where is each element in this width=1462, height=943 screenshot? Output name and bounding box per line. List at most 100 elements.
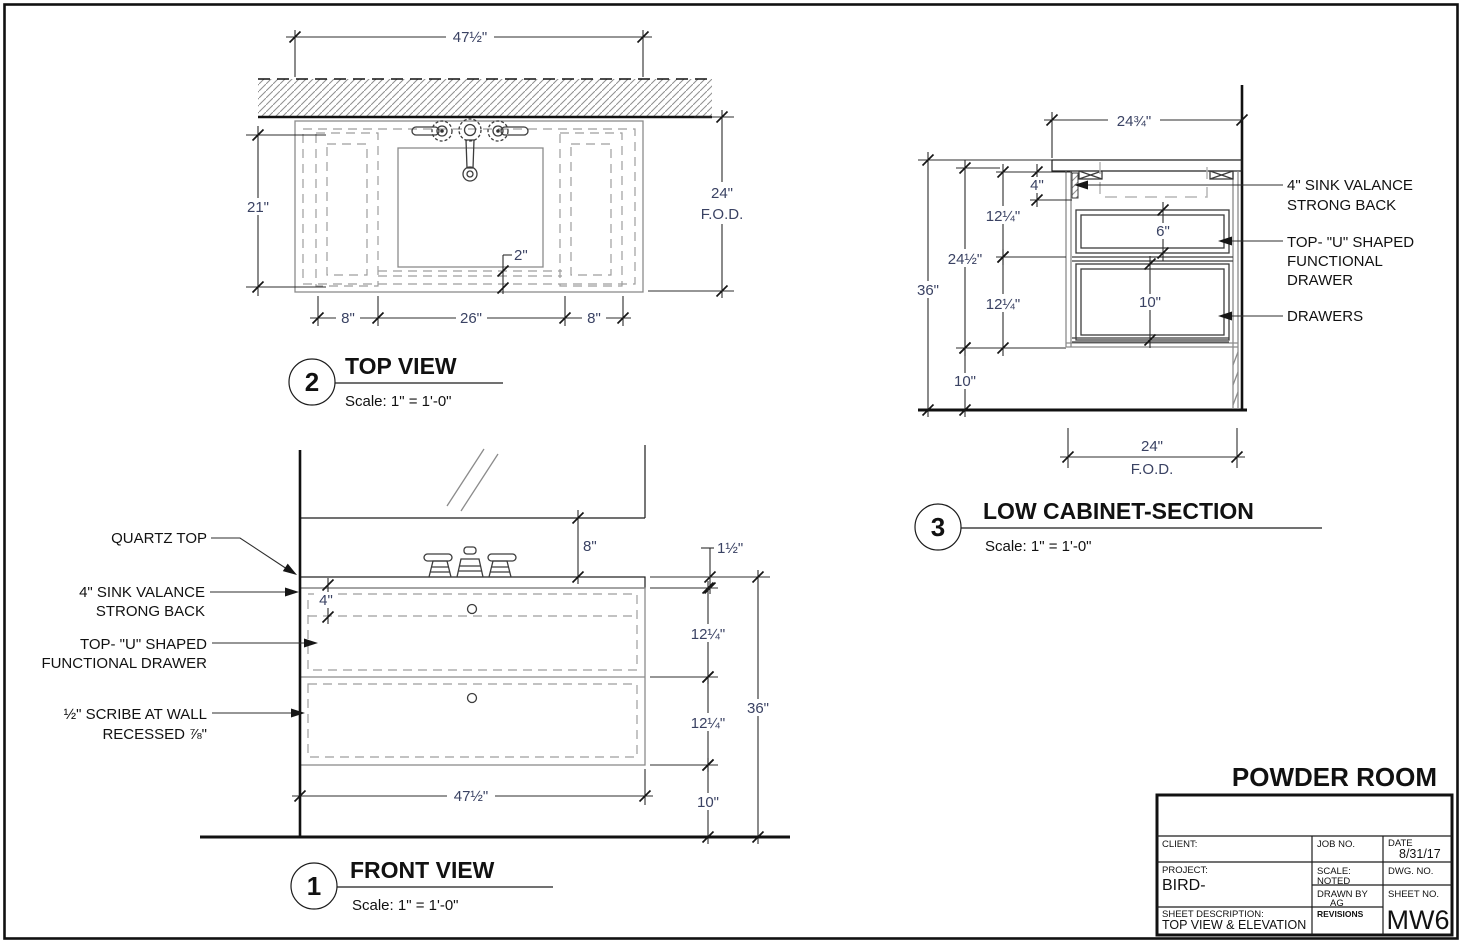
sheet-no-value: MW6: [1387, 905, 1450, 935]
project-value: BIRD-: [1162, 877, 1206, 894]
dim-front-drawer1: 12¼": [686, 581, 730, 684]
dim-label-front-toe: 10": [697, 794, 719, 811]
dim-label-section-toe: 10": [954, 373, 976, 390]
title-block-border: [1155, 793, 1454, 937]
dim-label-front-height: 36": [747, 700, 769, 717]
label-front-valance-2: STRONG BACK: [96, 603, 205, 620]
section-view-scale: Scale: 1" = 1'-0": [985, 538, 1092, 555]
dim-label-front-width: 47½": [454, 788, 489, 805]
section-view: 24¾" 36" 24½" 12¼": [909, 85, 1414, 555]
title-block: POWDER ROOM CLIENT: JOB NO. DATE 8/31/17…: [1155, 762, 1454, 937]
dim-section-lower: 12¼": [956, 249, 1066, 356]
dim-label-top-depth: 21": [247, 199, 269, 216]
label-quartz-top: QUARTZ TOP: [111, 530, 207, 547]
top-view-titlebar: 2 TOP VIEW Scale: 1" = 1'-0": [288, 353, 503, 410]
dim-section-toe: 10": [949, 340, 981, 417]
dim-label-section-lower: 12¼": [986, 296, 1021, 313]
dim-top-gap: 2": [496, 247, 528, 295]
job-no-label: JOB NO.: [1317, 839, 1355, 850]
dim-section-upper: 12¼": [981, 164, 1072, 265]
dim-front-counter: 1½": [701, 540, 743, 595]
label-section-drawer-2: FUNCTIONAL: [1287, 253, 1383, 270]
dim-label-sink-width: 26": [460, 310, 482, 327]
label-section-drawer-1: TOP- "U" SHAPED: [1287, 234, 1414, 251]
dim-label-section-valance: 4": [1030, 177, 1044, 194]
page-border: [3, 3, 1459, 940]
dim-label-front-valance: 4": [319, 592, 333, 609]
dim-label-top-gap: 2": [514, 247, 528, 264]
label-scribe-2: RECESSED ⅞": [102, 726, 207, 743]
dim-front-valance: 4": [314, 578, 338, 624]
dim-label-counter: 1½": [717, 540, 743, 557]
dim-section-box: 24½": [942, 160, 1000, 356]
front-view: 8" 1½" 4" 12¼": [41, 445, 790, 914]
dim-section-fod: 24" F.O.D.: [1060, 428, 1245, 478]
dim-label-front-drawer2: 12¼": [691, 715, 726, 732]
label-section-drawer-3: DRAWER: [1287, 272, 1353, 289]
dim-front-height: 36": [740, 570, 776, 844]
dim-label-top-fod-suffix: F.O.D.: [701, 206, 744, 223]
client-label: CLIENT:: [1162, 839, 1197, 850]
section-leaders: 4" SINK VALANCE STRONG BACK TOP- "U" SHA…: [1074, 177, 1414, 325]
dim-top-depth: 21": [240, 126, 326, 296]
front-view-bubble: 1: [307, 871, 321, 901]
dim-top-width: 47½": [286, 28, 652, 77]
section-carcass: [1065, 162, 1239, 408]
dim-label-section-height: 36": [917, 282, 939, 299]
project-label: PROJECT:: [1162, 865, 1208, 876]
section-counter: [1051, 159, 1243, 172]
sheet-title: POWDER ROOM: [1232, 762, 1437, 792]
dim-front-width: 47½": [292, 769, 653, 805]
label-front-valance-1: 4" SINK VALANCE: [79, 584, 205, 601]
label-section-valance-1: 4" SINK VALANCE: [1287, 177, 1413, 194]
scale-label: SCALE:: [1317, 866, 1351, 877]
label-scribe-1: ½" SCRIBE AT WALL: [64, 706, 207, 723]
dim-label-section-top-drawer: 6": [1156, 223, 1170, 240]
top-view-scale: Scale: 1" = 1'-0": [345, 393, 452, 410]
sheet-desc-value: TOP VIEW & ELEVATION: [1162, 918, 1306, 932]
dim-label-section-bottom-drawer: 10": [1139, 294, 1161, 311]
dim-label-section-fod-suffix: F.O.D.: [1131, 461, 1174, 478]
dim-label-mirror-gap: 8": [583, 538, 597, 555]
drawn-by-label: DRAWN BY: [1317, 889, 1369, 900]
dim-section-bottom-drawer: 10": [1133, 256, 1167, 348]
front-leaders: QUARTZ TOP 4" SINK VALANCE STRONG BACK T…: [41, 530, 318, 743]
front-view-titlebar: 1 FRONT VIEW Scale: 1" = 1'-0": [290, 857, 553, 914]
section-view-title: LOW CABINET-SECTION: [983, 498, 1254, 524]
dim-section-valance: 4": [1026, 164, 1072, 207]
mirror: [300, 445, 646, 519]
dwg-no-label: DWG. NO.: [1388, 866, 1433, 877]
dim-label-right-door: 8": [587, 310, 601, 327]
front-extension-lines: [650, 576, 770, 766]
dim-front-drawer2: 12¼": [686, 670, 730, 772]
scale-value: NOTED: [1317, 876, 1350, 887]
vanity-plan: [294, 120, 644, 293]
dim-section-top-drawer: 6": [1151, 202, 1175, 261]
dim-section-depth: 24¾": [1044, 112, 1249, 158]
dim-label-front-drawer1: 12¼": [691, 626, 726, 643]
date-label: DATE: [1388, 838, 1413, 849]
vanity-front: [299, 576, 646, 766]
dim-front-toe: 10": [691, 758, 725, 844]
top-view-title: TOP VIEW: [345, 353, 457, 379]
dim-label-section-upper: 12¼": [986, 208, 1021, 225]
section-view-bubble: 3: [931, 512, 945, 542]
faucet-front-icon: [423, 546, 517, 578]
top-view: 47½" 21" 24" F.O.D. 2": [240, 28, 748, 410]
revisions-label: REVISIONS: [1317, 909, 1364, 919]
dim-label-section-depth: 24¾": [1117, 113, 1152, 130]
dim-front-mirror-gap: 8": [571, 510, 600, 584]
sheet-desc-label: SHEET DESCRIPTION:: [1162, 909, 1264, 920]
label-section-valance-2: STRONG BACK: [1287, 197, 1396, 214]
date-value: 8/31/17: [1399, 847, 1441, 861]
dim-label-section-fod: 24": [1141, 438, 1163, 455]
dim-label-section-box: 24½": [948, 251, 983, 268]
sheet-no-label: SHEET NO.: [1388, 889, 1439, 900]
dim-label-top-fod: 24": [711, 185, 733, 202]
dim-top-fod: 24" F.O.D.: [648, 110, 748, 298]
top-view-bubble: 2: [305, 367, 319, 397]
drawn-by-value: AG: [1330, 898, 1344, 909]
dim-label-left-door: 8": [341, 310, 355, 327]
